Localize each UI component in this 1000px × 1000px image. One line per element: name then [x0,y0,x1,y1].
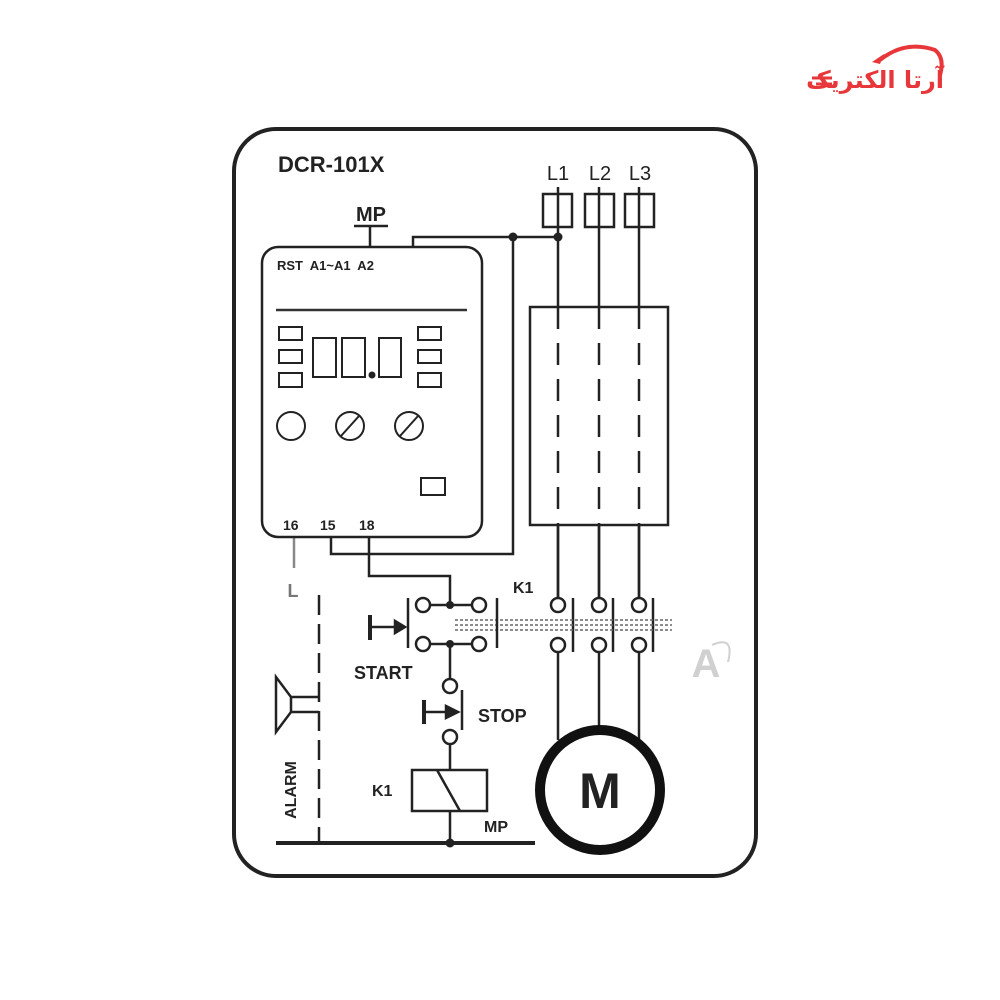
phase-labels: L1 L2 L3 [547,163,651,185]
contactor-coil-k1 [410,768,489,843]
stop-button-symbol [422,677,464,770]
stop-label: STOP [478,706,527,726]
relay-indicator-leds [278,326,442,388]
alarm-line-label: L [288,581,299,601]
watermark-logo: A [692,641,731,686]
terminal-16: 16 [283,517,299,533]
contactor-main-contacts [549,596,655,740]
terminal-18: 18 [359,517,375,533]
phase-l2-label: L2 [589,163,611,185]
start-label: START [354,663,413,683]
motor-symbol: M [535,725,665,855]
relay-adjust-knobs [276,411,446,496]
coil-k1-label: K1 [372,783,393,800]
watermark-letter: A [692,642,721,686]
contactor-k1-label: K1 [513,580,534,597]
relay-display [312,337,402,378]
brand-logo: آرتا الکتریک [806,44,945,94]
supply-mp-label: MP [356,204,386,226]
phase-l3-label: L3 [629,163,651,185]
mechanical-linkage [455,619,672,631]
logo-text: آرتا الکتریک [806,65,945,94]
phase-l1-label: L1 [547,163,569,185]
relay-top-terminals: RST A1~A1 A2 [277,258,374,273]
motor-label: M [579,763,621,819]
diagram-frame [232,127,758,878]
alarm-label: ALARM [283,761,300,819]
alarm-horn-icon [274,673,319,736]
terminal-15: 15 [320,517,336,533]
coil-mp-label: MP [484,819,508,836]
relay-dcr-101x: RST A1~A1 A2 16 15 18 [260,245,484,539]
current-transformer-block [528,305,670,598]
device-title: DCR-101X [278,152,385,177]
